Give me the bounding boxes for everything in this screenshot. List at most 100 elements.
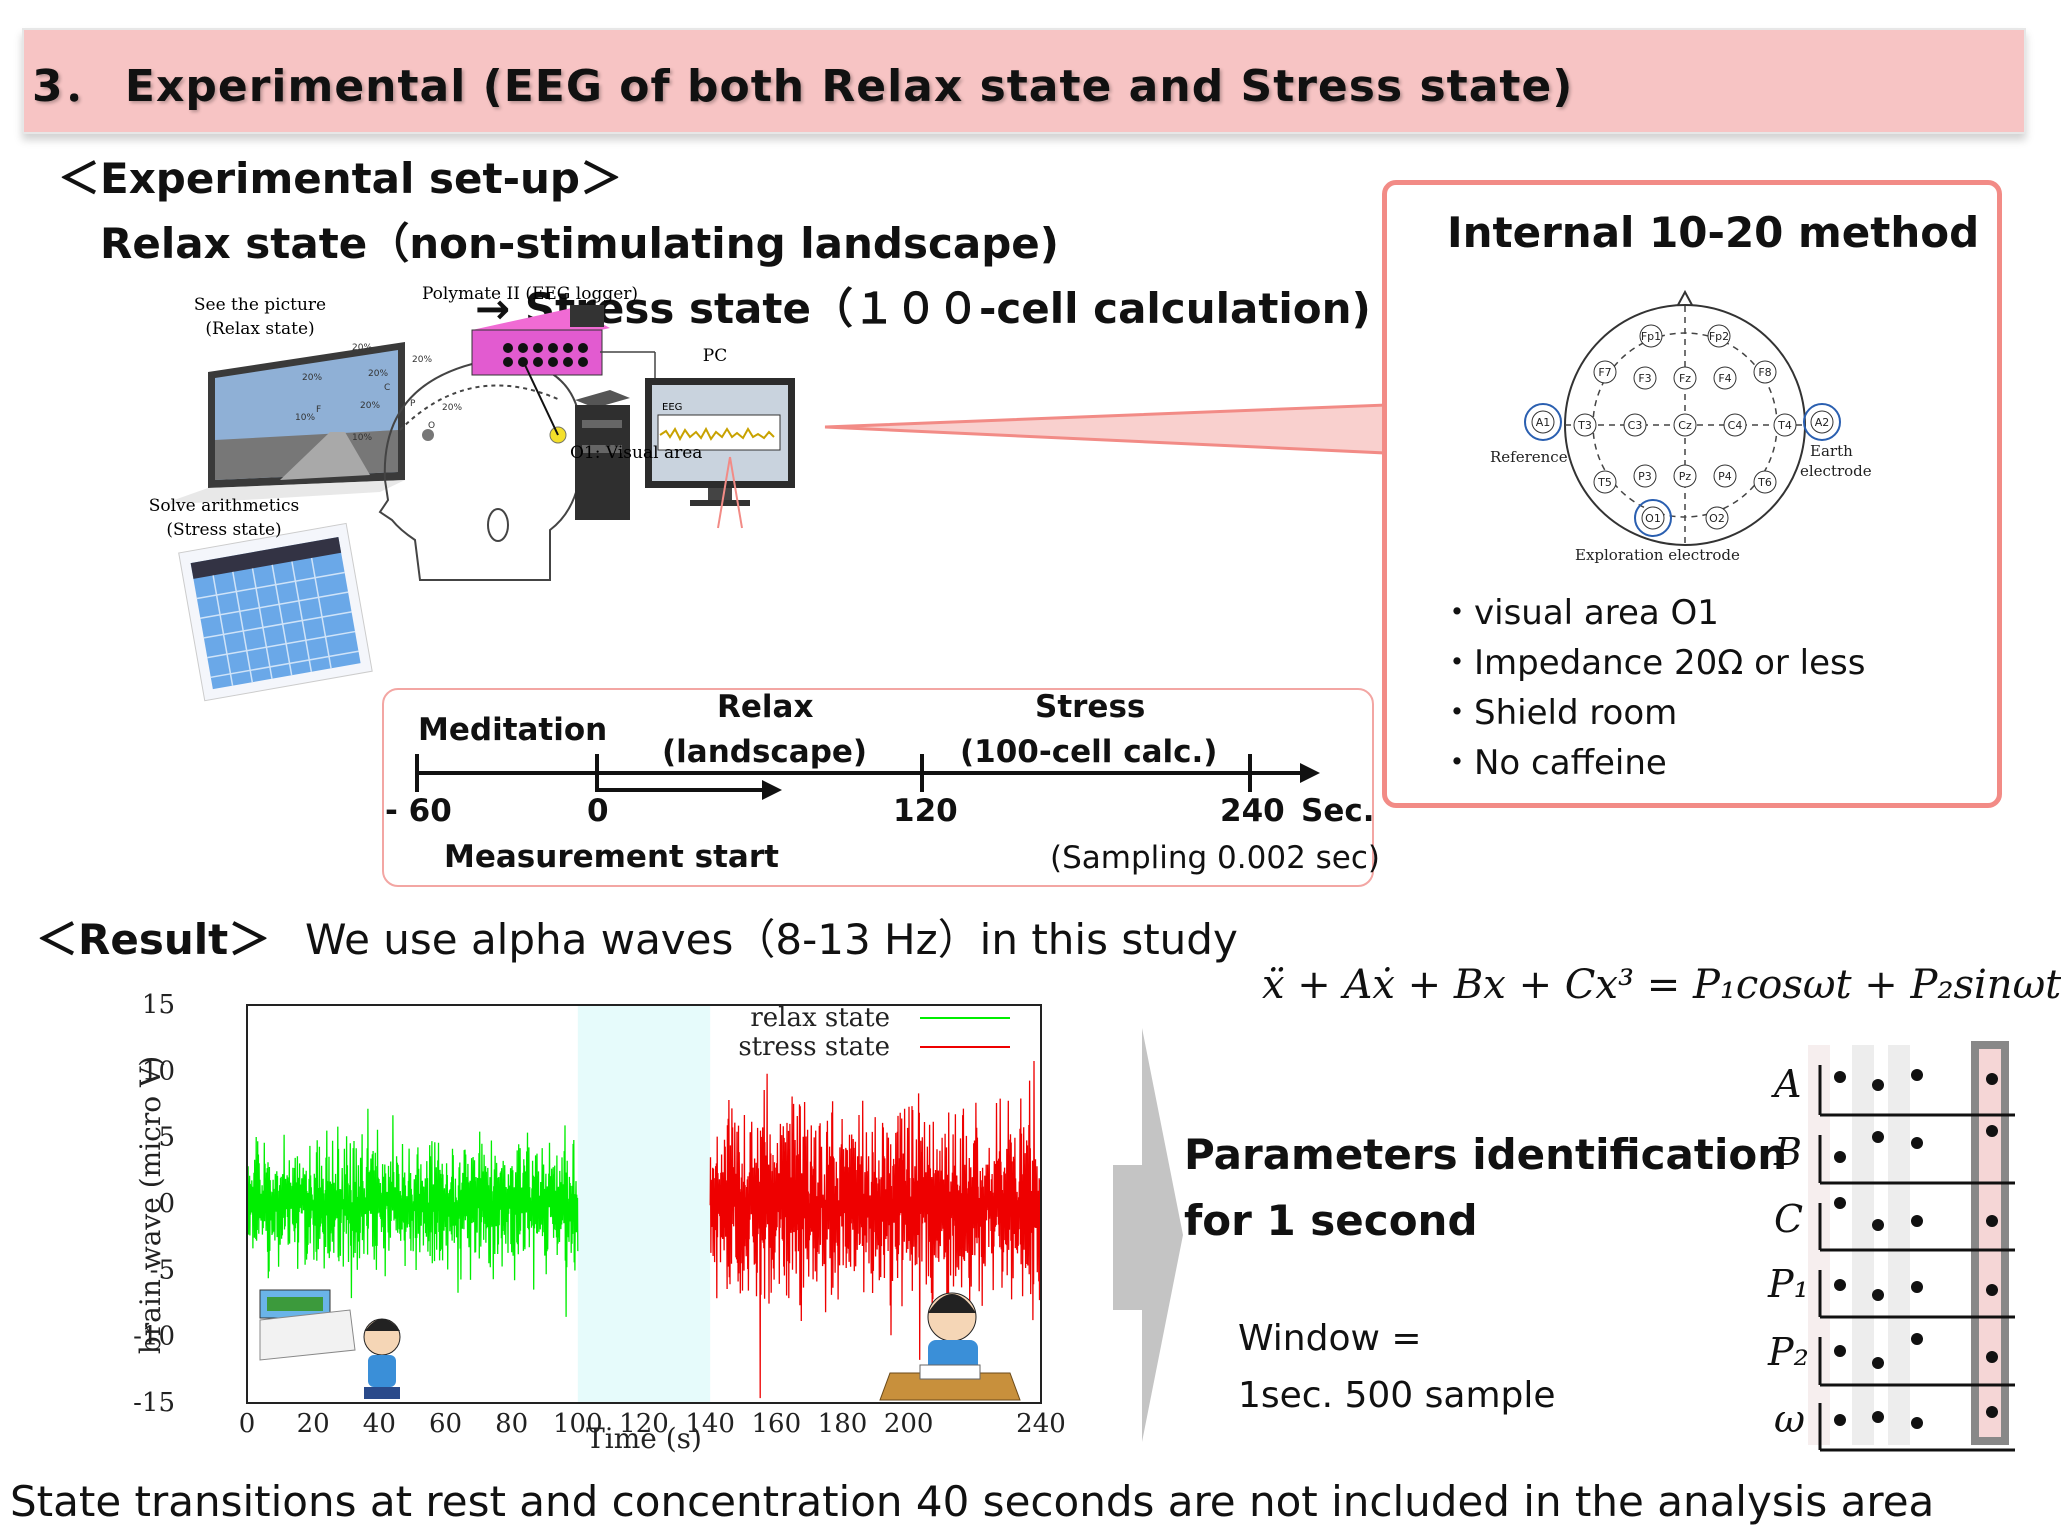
electrode-t5: T5 bbox=[1593, 470, 1617, 494]
series-line-relax bbox=[246, 1108, 579, 1317]
x-tick-label: 160 bbox=[752, 1409, 802, 1439]
tl-sampling: (Sampling 0.002 sec) bbox=[1050, 840, 1381, 876]
landscape-monitor bbox=[160, 342, 405, 505]
svg-text:Fp2: Fp2 bbox=[1709, 330, 1729, 343]
param-label-p2: P₂ bbox=[1768, 1330, 1809, 1374]
param-label-p1: P₁ bbox=[1768, 1262, 1809, 1306]
legend-relax: relax state bbox=[750, 1003, 890, 1033]
legend-stress: stress state bbox=[738, 1032, 890, 1062]
pc-label: PC bbox=[703, 346, 727, 366]
exploration-label: Exploration electrode bbox=[1575, 546, 1740, 564]
svg-text:F8: F8 bbox=[1758, 366, 1771, 379]
calc-sheet bbox=[178, 522, 373, 702]
y-tick-label: 10 bbox=[142, 1056, 175, 1086]
stress-state-label: (Stress state) bbox=[166, 520, 281, 540]
result-heading: ＜Result＞ bbox=[36, 915, 271, 964]
electrode-c3: C3 bbox=[1623, 413, 1647, 437]
svg-text:Fp1: Fp1 bbox=[1641, 330, 1661, 343]
pct-label: 10% bbox=[295, 413, 315, 423]
pct-label: 20% bbox=[442, 403, 462, 413]
x-tick-label: 20 bbox=[297, 1409, 330, 1439]
x-tick-label: 100 bbox=[553, 1409, 603, 1439]
svg-text:T5: T5 bbox=[1597, 476, 1612, 489]
tl-tick: - 60 bbox=[385, 793, 452, 829]
electrode-pz: Pz bbox=[1673, 464, 1697, 488]
svg-text:F4: F4 bbox=[1718, 372, 1731, 385]
pct-label: 20% bbox=[302, 373, 322, 383]
method-box bbox=[1382, 180, 2002, 808]
pct-label: 20% bbox=[412, 355, 432, 365]
params-title-2: for 1 second bbox=[1184, 1196, 1478, 1245]
setup-heading: ＜Experimental set-up＞ bbox=[58, 154, 622, 203]
plot-frame bbox=[246, 1004, 1042, 1404]
earth-label: Earth bbox=[1810, 442, 1853, 460]
tl-tick: 120 bbox=[893, 793, 958, 829]
tl-tick: 240 bbox=[1220, 793, 1285, 829]
svg-text:O2: O2 bbox=[1709, 512, 1725, 525]
x-tick-label: 40 bbox=[363, 1409, 396, 1439]
bullet-item: ・Shield room bbox=[1440, 693, 1678, 733]
window-value: 1sec. 500 sample bbox=[1238, 1375, 1556, 1416]
header-bar bbox=[22, 28, 2026, 134]
head-label: O bbox=[428, 421, 435, 431]
y-tick-label: -15 bbox=[133, 1388, 175, 1418]
see-picture-label: See the picture bbox=[194, 295, 326, 315]
bullet-item: ・Impedance 20Ω or less bbox=[1440, 643, 1866, 683]
timeline-axis bbox=[415, 754, 1320, 800]
window-label: Window = bbox=[1238, 1318, 1422, 1359]
electrode-cz: Cz bbox=[1673, 413, 1697, 437]
x-tick-label: 60 bbox=[429, 1409, 462, 1439]
param-label-c: C bbox=[1774, 1197, 1804, 1241]
electrode-o2: O2 bbox=[1705, 506, 1729, 530]
param-label-a: A bbox=[1774, 1062, 1802, 1106]
electrode-c4: C4 bbox=[1723, 413, 1747, 437]
page-title: 3． Experimental (EEG of both Relax state… bbox=[32, 61, 1574, 112]
x-tick-label: 80 bbox=[495, 1409, 528, 1439]
svg-text:Fz: Fz bbox=[1679, 372, 1691, 385]
pct-label: 20% bbox=[368, 369, 388, 379]
electrode-f8: F8 bbox=[1753, 360, 1777, 384]
result-text: We use alpha waves（8-13 Hz）in this study bbox=[305, 915, 1238, 964]
tl-meditation: Meditation bbox=[418, 712, 608, 748]
electrode-t4: T4 bbox=[1773, 413, 1797, 437]
eeg-screen-label: EEG bbox=[662, 402, 682, 413]
child-relax-illustration bbox=[363, 1318, 401, 1399]
electrode-fp2: Fp2 bbox=[1707, 324, 1731, 348]
y-axis-label: brain wave (micro V) bbox=[134, 1056, 167, 1354]
y-tick-label: 5 bbox=[158, 1123, 175, 1153]
reference-label: Reference bbox=[1490, 448, 1568, 466]
x-axis-label: Time (s) bbox=[586, 1422, 702, 1455]
svg-text:A1: A1 bbox=[1536, 416, 1551, 429]
excluded-region bbox=[577, 1005, 711, 1403]
head-diagram bbox=[378, 358, 583, 581]
setup-figure: See the picture (Relax state) Solve arit… bbox=[149, 284, 795, 702]
svg-text:C3: C3 bbox=[1628, 419, 1643, 432]
svg-text:T3: T3 bbox=[1577, 419, 1592, 432]
electrode-fz: Fz bbox=[1673, 366, 1697, 390]
electrode-t6: T6 bbox=[1753, 470, 1777, 494]
tl-relax: Relax bbox=[717, 689, 814, 725]
svg-text:A2: A2 bbox=[1815, 416, 1830, 429]
params-title-1: Parameters identification bbox=[1184, 1130, 1788, 1179]
pct-label: 20% bbox=[352, 343, 372, 353]
x-tick-label: 0 bbox=[239, 1409, 256, 1439]
x-tick-label: 140 bbox=[685, 1409, 735, 1439]
nasion-dot bbox=[422, 429, 434, 441]
earth-electrode-label: electrode bbox=[1800, 462, 1872, 480]
tl-measurement-start: Measurement start bbox=[444, 839, 779, 875]
eeg-logger bbox=[471, 305, 610, 376]
tl-tick: 0 bbox=[587, 793, 609, 829]
y-tick-label: 15 bbox=[142, 990, 175, 1020]
svg-text:T4: T4 bbox=[1777, 419, 1792, 432]
y-tick-label: 0 bbox=[158, 1189, 175, 1219]
electrode-p3: P3 bbox=[1633, 464, 1657, 488]
timeline-box bbox=[382, 688, 1374, 887]
stress-line: → Stress state（１００-cell calculation) bbox=[475, 284, 1371, 333]
head-label: F bbox=[316, 405, 321, 415]
svg-text:O1: O1 bbox=[1645, 512, 1661, 525]
o1-label: O1: Visual area bbox=[570, 443, 702, 463]
svg-text:C4: C4 bbox=[1728, 419, 1743, 432]
relax-line: Relax state（non-stimulating landscape) bbox=[100, 219, 1059, 268]
param-matrix bbox=[1808, 1041, 2015, 1452]
